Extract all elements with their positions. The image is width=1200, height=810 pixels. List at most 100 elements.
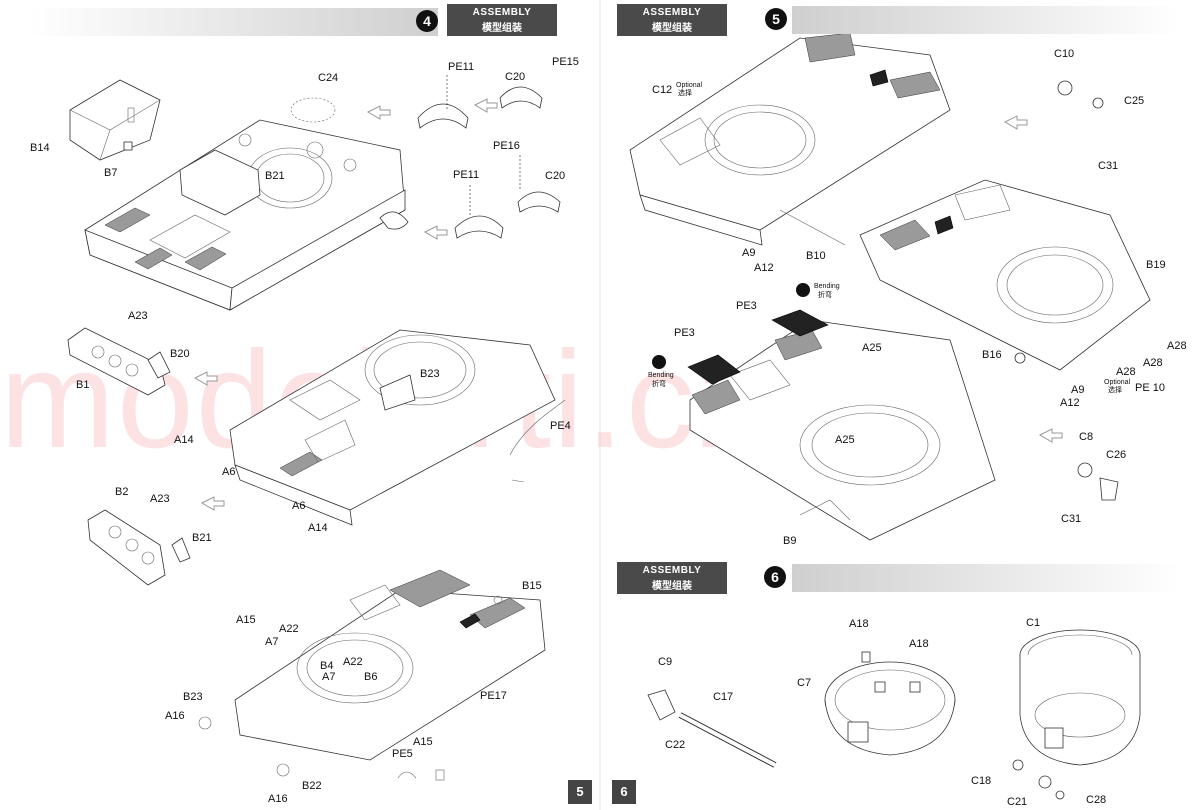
pe3-lower-sheet [687, 354, 741, 385]
part-label: B15 [522, 580, 542, 592]
part-label: A23 [150, 493, 170, 505]
part-label: C1 [1026, 617, 1041, 629]
part-label: PE17 [480, 690, 507, 702]
part-label: B23 [183, 691, 203, 703]
part-label: B19 [1146, 259, 1166, 271]
b1-part [67, 327, 166, 396]
part-label: C8 [1079, 431, 1094, 443]
bending-note: Bending [648, 372, 674, 379]
part-label: A15 [236, 614, 256, 626]
part-label: PE4 [550, 420, 571, 432]
part-label: A28 [1167, 340, 1187, 352]
part-label: PE3 [736, 300, 757, 312]
part-label: A7 [265, 636, 279, 648]
part-label: PE11 [448, 61, 475, 73]
step5-hull-mid-drawing [689, 319, 996, 541]
step4-hull-bottom-drawing [234, 569, 546, 761]
part-label: A22 [343, 656, 363, 668]
part-label: B16 [982, 349, 1002, 361]
optional-note: Optional [676, 82, 703, 89]
step6-turret-ring-drawing [824, 651, 956, 756]
part-label: B1 [76, 379, 90, 391]
step6-title-box: ASSEMBLY 模型组装 [617, 562, 727, 594]
part-label: A18 [849, 618, 869, 630]
part-label: A12 [1060, 397, 1080, 409]
b14-box-part [69, 79, 161, 161]
optional-note: Optional [1104, 379, 1131, 386]
part-label: B7 [104, 167, 118, 179]
step5-title-box: ASSEMBLY 模型组装 [617, 4, 727, 36]
part-label: B22 [302, 780, 322, 792]
pe3-upper-sheet [771, 309, 829, 337]
step4-title-cn: 模型组装 [482, 23, 522, 34]
page-number-left: 5 [568, 780, 592, 804]
part-label: A9 [1071, 384, 1085, 396]
part-label: C20 [545, 170, 566, 182]
step4-header-bar [30, 8, 438, 36]
part-label: A12 [754, 262, 774, 274]
step5-hull-right-drawing [859, 179, 1151, 371]
part-label: A22 [279, 623, 299, 635]
step4-title-box: ASSEMBLY 模型组装 [447, 4, 557, 36]
part-label: C24 [318, 72, 339, 84]
part-label: A28 [1116, 366, 1136, 378]
part-label: C21 [1007, 796, 1028, 808]
step5-title-cn: 模型组装 [652, 23, 692, 34]
optional-note-cn: 选择 [1108, 387, 1122, 394]
part-label: A23 [128, 310, 148, 322]
part-label: A9 [742, 247, 756, 259]
part-label: C25 [1124, 95, 1145, 107]
part-label: A25 [862, 342, 882, 354]
step5-hull-top-drawing [629, 32, 951, 246]
step4-number: 4 [416, 10, 438, 32]
part-label: A6 [222, 466, 236, 478]
part-label: B23 [420, 368, 440, 380]
part-label: C10 [1054, 48, 1075, 60]
b2-part [87, 509, 166, 586]
step6-gun-drawing [647, 689, 777, 768]
part-label: A7 [322, 671, 336, 683]
part-label: A6 [292, 500, 306, 512]
optional-note-cn: 选择 [678, 90, 692, 97]
part-label: B21 [192, 532, 212, 544]
part-label: C17 [713, 691, 734, 703]
part-label: C7 [797, 677, 812, 689]
part-label: C9 [658, 656, 673, 668]
bending-note-cn: 折弯 [652, 381, 666, 388]
part-label: C20 [505, 71, 526, 83]
part-label: A14 [308, 522, 328, 534]
step6-turret-c1-drawing [1019, 629, 1141, 766]
part-label: C28 [1086, 794, 1107, 806]
part-label: A18 [909, 638, 929, 650]
part-label: B2 [115, 486, 129, 498]
part-label: PE3 [674, 327, 695, 339]
part-label: C26 [1106, 449, 1127, 461]
part-label: A16 [268, 793, 288, 805]
part-label: C18 [971, 775, 992, 787]
part-label: B4 [320, 660, 334, 672]
part-label: PE16 [493, 140, 520, 152]
part-label: PE 10 [1135, 382, 1165, 394]
step5-header-bar [792, 6, 1182, 34]
step4-hull-top-drawing [84, 119, 406, 311]
part-label: C31 [1098, 160, 1119, 172]
step6-title-en: ASSEMBLY [642, 565, 702, 576]
part-label: A15 [413, 736, 433, 748]
step6-title-cn: 模型组装 [652, 581, 692, 592]
part-label: PE11 [453, 169, 480, 181]
part-label: A25 [835, 434, 855, 446]
part-label: PE15 [552, 56, 579, 68]
part-label: A28 [1143, 357, 1163, 369]
part-label: B10 [806, 250, 826, 262]
part-label: A14 [174, 434, 194, 446]
step5-title-en: ASSEMBLY [642, 7, 702, 18]
part-label: B21 [265, 170, 285, 182]
step4-title-en: ASSEMBLY [472, 7, 532, 18]
part-label: A16 [165, 710, 185, 722]
part-label: B9 [783, 535, 797, 547]
part-label: C31 [1061, 513, 1082, 525]
part-label: B20 [170, 348, 190, 360]
part-label: C22 [665, 739, 686, 751]
